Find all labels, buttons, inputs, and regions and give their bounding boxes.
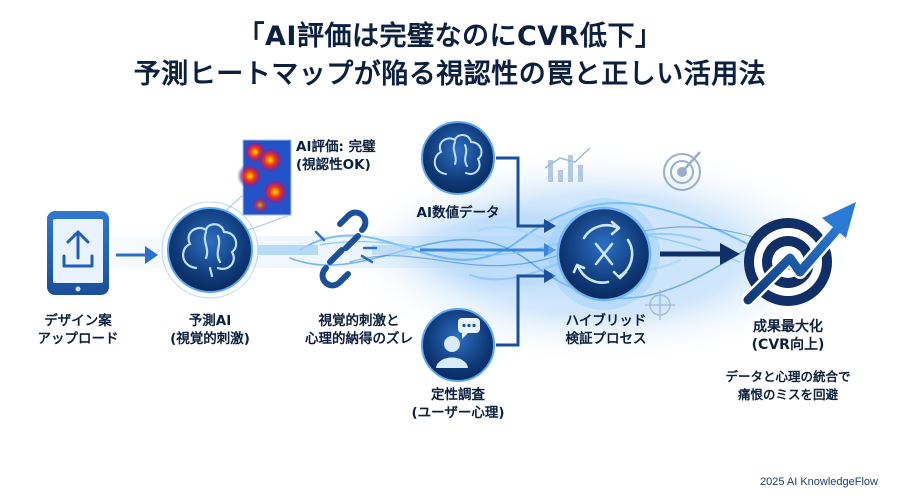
label-design-upload: デザイン案 アップロード (37, 313, 119, 347)
connectors-to-hybrid (420, 156, 545, 347)
tablet-upload-icon (47, 211, 109, 295)
crosshair-icon (645, 290, 675, 320)
label-hybrid-process: ハイブリッド 検証プロセス (565, 313, 647, 347)
bar-chart-icon (544, 147, 591, 182)
ai-data-node (421, 121, 495, 195)
energy-waves (289, 202, 781, 300)
target-icon-faint (663, 151, 701, 191)
qualitative-node (421, 308, 495, 382)
user-chat-icon (436, 318, 480, 368)
brain-icon (182, 223, 238, 278)
brain-icon (433, 134, 483, 175)
label-perception-gap: 視覚的刺激と 心理的納得のズレ (305, 313, 413, 347)
ai-brain-node (161, 201, 259, 299)
label-result: 成果最大化 (CVR向上) (751, 319, 825, 353)
label-qualitative-research: 定性調査 (ユーザー心理) (411, 387, 505, 421)
broken-chain-icon (314, 209, 378, 289)
heatmap-thumbnail (209, 139, 292, 237)
label-ai-data: AI数値データ (416, 205, 500, 221)
label-predictive-ai: 予測AI (視覚的刺激) (170, 313, 250, 347)
title-line-1: 「AI評価は完璧なのにCVR低下」 (237, 21, 663, 52)
target-arrow-icon (741, 202, 856, 307)
label-result-note: データと心理の統合で 痛恨のミスを回避 (725, 369, 851, 402)
title-line-2: 予測ヒートマップが陥る視認性の罠と正しい活用法 (133, 59, 767, 90)
link-ai-to-gap (258, 245, 412, 255)
arrow-hybrid-to-result (660, 243, 740, 265)
cycle-arrows-icon (572, 220, 634, 284)
hybrid-process-node (548, 198, 660, 310)
footer-credit: 2025 AI KnowledgeFlow (759, 476, 878, 488)
arrow-design-to-ai (116, 246, 158, 264)
label-ai-evaluation: AI評価: 完璧 (視認性OK) (296, 139, 376, 173)
